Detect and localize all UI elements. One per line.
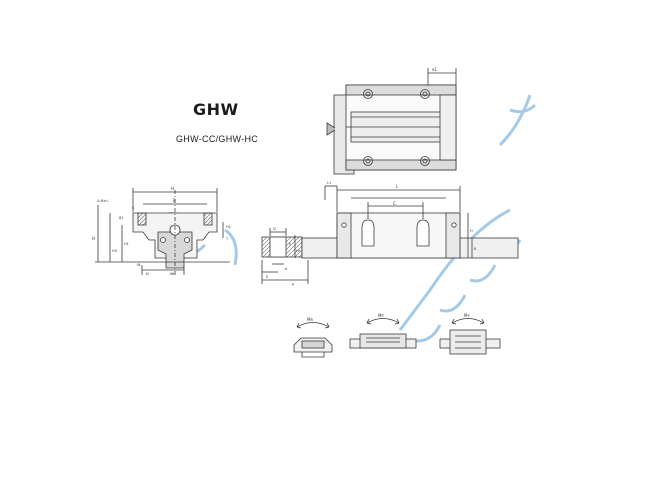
dim-k: K <box>474 247 477 251</box>
moment-label-p: Mᴘ <box>378 313 384 318</box>
dim-e1: e1 <box>432 67 437 72</box>
dim-p: P <box>292 283 294 287</box>
moment-label-y: Mʏ <box>464 313 470 318</box>
dim-h-head: h <box>289 242 291 246</box>
dim-h-front: H <box>470 229 473 233</box>
dim-c-front: C <box>393 201 396 206</box>
dim-d-hole: d <box>285 267 287 271</box>
block-front-view <box>301 185 519 259</box>
dim-b: B <box>173 198 176 203</box>
block-top-view <box>326 68 457 175</box>
dim-w: W <box>137 263 141 267</box>
dim-thread: 4-M×L <box>97 199 108 203</box>
dim-wr: Wr <box>170 272 175 276</box>
dim-h1: H1 <box>124 242 129 246</box>
dim-l1: L1 <box>327 181 331 185</box>
dim-l: L <box>396 184 399 189</box>
rail-section <box>261 228 340 284</box>
dim-h: H <box>171 186 174 191</box>
dim-t: T <box>225 237 229 241</box>
dim-d-head: D <box>273 227 276 231</box>
dim-hr: Hr <box>296 249 301 253</box>
dim-h2: H2 <box>226 225 231 229</box>
dim-b1: B1 <box>119 216 124 220</box>
dim-h3: H3 <box>112 249 117 253</box>
dim-n: N <box>146 272 149 276</box>
dim-c: C <box>132 206 135 210</box>
page-title: GHW <box>193 100 239 119</box>
moment-label-r: Mʀ <box>307 317 313 322</box>
moment-icons <box>293 318 501 358</box>
dim-e: E <box>266 275 268 279</box>
block-end-view <box>95 188 230 275</box>
dim-h-total: H <box>92 236 95 241</box>
model-subtitle: GHW-CC/GHW-HC <box>176 134 259 144</box>
